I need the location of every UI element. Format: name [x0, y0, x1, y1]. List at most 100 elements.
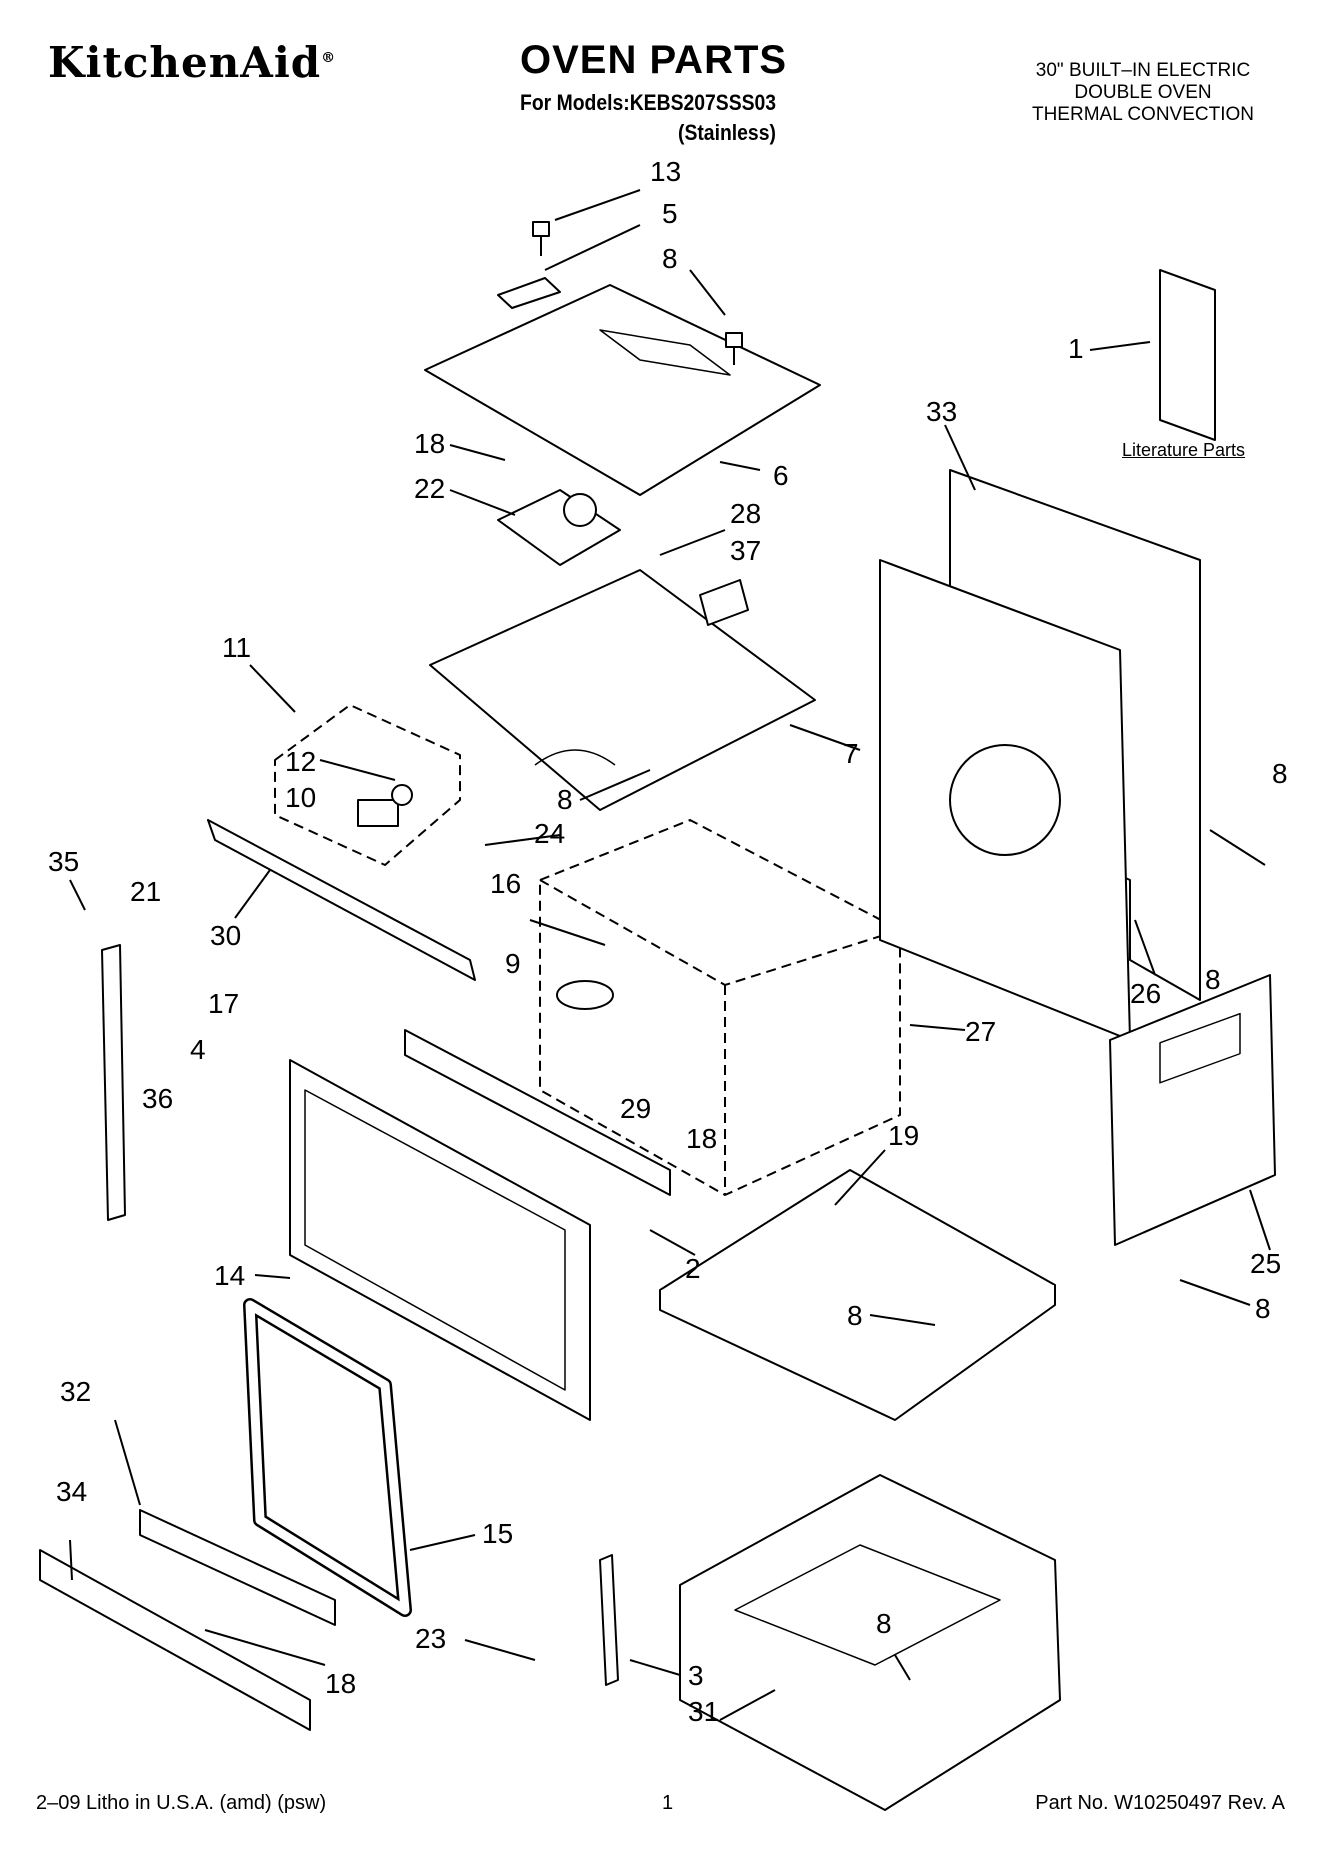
model-variant: (Stainless)	[678, 120, 776, 145]
callout-37: 37	[730, 535, 762, 566]
front-trim-2	[404, 1029, 671, 1196]
model-numbers: For Models:KEBS207SSS03	[520, 90, 777, 115]
leader-11	[249, 664, 296, 713]
page-number: 1	[662, 1792, 674, 1814]
tray-19-side	[659, 1285, 1056, 1421]
leader-3	[629, 1659, 681, 1676]
callout-8-tray: 8	[847, 1300, 863, 1331]
part-number: Part No. W10250497 Rev. A	[1035, 1792, 1285, 1814]
callout-35: 35	[48, 846, 80, 877]
callout-15: 15	[482, 1518, 514, 1549]
callout-24: 24	[534, 818, 566, 849]
leader-16	[529, 919, 606, 946]
callout-4: 4	[190, 1034, 206, 1065]
leader-13	[554, 189, 641, 221]
callout-8-top: 8	[662, 243, 678, 274]
side-panel-25	[1109, 974, 1276, 1246]
callout-8-rear: 8	[1205, 964, 1221, 995]
leader-14	[254, 1274, 291, 1279]
callout-22: 22	[414, 473, 446, 504]
callout-18-mid: 18	[686, 1123, 718, 1154]
oven-cavity-27	[539, 819, 901, 1196]
callout-2: 2	[685, 1253, 701, 1284]
callout-1: 1	[1068, 333, 1084, 364]
harness-box-11	[274, 704, 461, 866]
leader-8-b	[579, 769, 651, 801]
leader-8-f	[894, 1654, 911, 1681]
callout-9: 9	[505, 948, 521, 979]
top-cover-slot	[599, 329, 731, 376]
bracket-3	[599, 1554, 619, 1686]
callout-10: 10	[285, 782, 317, 813]
leader-27	[909, 1024, 966, 1031]
callout-8-base: 8	[876, 1608, 892, 1639]
callout-7: 7	[843, 738, 859, 769]
leader-12	[319, 759, 396, 781]
callout-23: 23	[415, 1623, 447, 1654]
callout-8-right: 8	[1272, 758, 1288, 789]
leader-7	[789, 724, 861, 751]
base-pan-31	[679, 1474, 1061, 1811]
leader-24	[484, 834, 561, 846]
callout-6: 6	[773, 460, 789, 491]
leader-25	[1249, 1189, 1271, 1251]
leader-8-a	[689, 269, 726, 316]
oven-top-channel	[534, 749, 616, 766]
callout-16: 16	[490, 868, 522, 899]
convection-fan-9	[556, 980, 614, 1010]
literature-book-1	[1159, 269, 1216, 441]
motor-hub	[563, 493, 597, 527]
registered-mark: ®	[321, 50, 337, 66]
leader-28	[659, 529, 726, 556]
leader-8-c	[1209, 829, 1266, 866]
leader-2	[649, 1229, 696, 1256]
front-frame-14	[289, 1059, 591, 1421]
motor-bracket	[497, 489, 621, 566]
callout-36: 36	[142, 1083, 174, 1114]
convection-cover-disc	[949, 744, 1061, 856]
baffle-37	[699, 579, 749, 626]
callout-17: 17	[208, 988, 240, 1019]
callout-13: 13	[650, 156, 682, 187]
callout-31: 31	[688, 1696, 720, 1727]
print-info: 2–09 Litho in U.S.A. (amd) (psw)	[36, 1792, 327, 1814]
appliance-line-3: THERMAL CONVECTION	[1031, 104, 1255, 125]
leader-26	[1134, 919, 1156, 976]
leader-30	[234, 869, 271, 919]
hinge-strip-21	[101, 944, 126, 1221]
brand-logo: KitchenAid®	[48, 38, 336, 87]
brand-name: KitchenAid	[48, 38, 322, 87]
callout-14: 14	[214, 1260, 246, 1291]
callout-3: 3	[688, 1660, 704, 1691]
heating-element-rail-30	[207, 819, 476, 981]
leader-15	[409, 1534, 476, 1551]
door-gasket-inner	[245, 1300, 410, 1615]
callout-28: 28	[730, 498, 762, 529]
leader-5	[544, 224, 641, 271]
leader-18-b	[204, 1629, 326, 1666]
leader-23	[464, 1639, 536, 1661]
leader-31	[719, 1689, 776, 1721]
leader-8-d	[1179, 1279, 1251, 1306]
leader-18-a	[449, 444, 506, 461]
callout-32: 32	[60, 1376, 92, 1407]
oven-cavity-front-edge	[539, 879, 901, 1195]
top-cover-bracket	[497, 277, 561, 309]
callout-29: 29	[620, 1093, 652, 1124]
leader-33	[944, 424, 976, 491]
oven-top-panel	[429, 569, 816, 811]
screw-13	[532, 221, 550, 256]
light-bulb-12	[391, 784, 413, 806]
leader-8-e	[869, 1314, 936, 1326]
callout-30: 30	[210, 920, 242, 951]
callout-34: 34	[56, 1476, 88, 1507]
page-title: OVEN PARTS	[520, 38, 788, 82]
leader-35	[69, 879, 86, 911]
vent-strip-32	[139, 1509, 336, 1626]
callout-11: 11	[222, 632, 252, 663]
callout-18-bottom: 18	[325, 1668, 357, 1699]
screw-8-top	[725, 332, 743, 365]
appliance-line-2: DOUBLE OVEN	[1074, 82, 1212, 103]
callout-18-top: 18	[414, 428, 446, 459]
callout-8-mid: 8	[557, 784, 573, 815]
